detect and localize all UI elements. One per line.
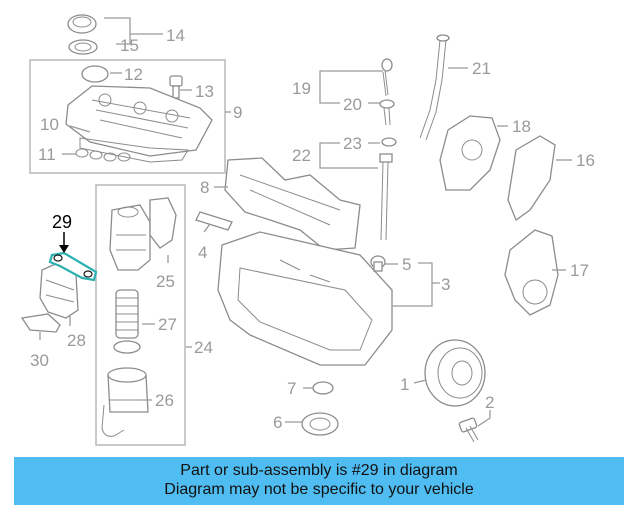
part-seal-12 [81,65,109,83]
part-clip [101,404,125,437]
callout-7: 7 [287,379,296,398]
callout-23: 23 [343,134,362,153]
callout-3: 3 [441,275,450,294]
callout-14: 14 [166,26,185,45]
callout-12: 12 [124,65,143,84]
part-oil-filter-housing [109,204,151,271]
part-detail [461,139,483,161]
callout-29: 29 [52,212,72,232]
part-bracket-25 [149,197,177,249]
callout-26: 26 [155,391,174,410]
part-oil-filter-27 [115,289,139,339]
callout-10: 10 [40,115,59,134]
leader-lines [39,17,572,427]
part-seal-7 [312,381,334,395]
callout-27: 27 [158,315,177,334]
parts-diagram: 1 2 3 4 5 6 7 8 9 10 11 12 13 14 15 16 1… [20,14,595,446]
callout-11: 11 [38,145,56,164]
part-oil-cap [67,14,98,55]
part-oring [113,340,141,354]
part-sensor-13 [169,75,183,99]
banner-line-2: Diagram may not be specific to your vehi… [164,481,474,498]
callout-17: 17 [570,261,589,280]
callout-arrow-29 [59,232,69,253]
group-box-oil-filter [95,184,186,446]
callout-28: 28 [67,331,86,350]
callout-1: 1 [400,375,409,394]
callout-25: 25 [156,272,175,291]
part-detail [522,279,548,305]
part-filter-cap-26 [107,367,149,413]
callout-2: 2 [485,393,494,412]
callout-16: 16 [576,151,595,170]
part-valve-cover [65,85,213,157]
part-timing-cover-18 [439,115,501,191]
part-mount-28 [39,261,79,319]
callout-13: 13 [195,82,214,101]
callout-6: 6 [273,413,282,432]
part-bolt-2 [458,417,479,443]
banner-line-1: Part or sub-assembly is #29 in diagram [180,462,458,479]
part-timing-cover-16 [507,135,556,222]
part-timing-cover-17 [504,229,559,316]
part-pulley-1 [424,339,486,407]
callout-8: 8 [200,178,209,197]
callout-19: 19 [292,79,311,98]
part-oil-pan-baffle-8 [224,157,361,251]
callout-21: 21 [472,59,491,78]
info-banner: Part or sub-assembly is #29 in diagram D… [14,457,624,505]
group-box-valve-cover [29,59,226,174]
callout-30: 30 [30,351,49,370]
callout-5: 5 [402,255,411,274]
part-gasket-4 [195,211,233,231]
part-oil-pan-3 [217,231,393,366]
callout-24: 24 [194,338,213,357]
part-gasket-29-highlighted [48,251,98,282]
part-dipstick [379,34,450,241]
callout-20: 20 [343,95,362,114]
part-gaskets-11 [75,137,189,163]
callout-18: 18 [512,117,531,136]
part-seal-6 [301,412,339,436]
callout-9: 9 [233,103,242,122]
callout-4: 4 [198,243,207,262]
part-drain-plug-5 [370,255,386,272]
part-bracket-30 [20,313,61,333]
callout-15: 15 [120,36,139,55]
callout-22: 22 [292,146,311,165]
